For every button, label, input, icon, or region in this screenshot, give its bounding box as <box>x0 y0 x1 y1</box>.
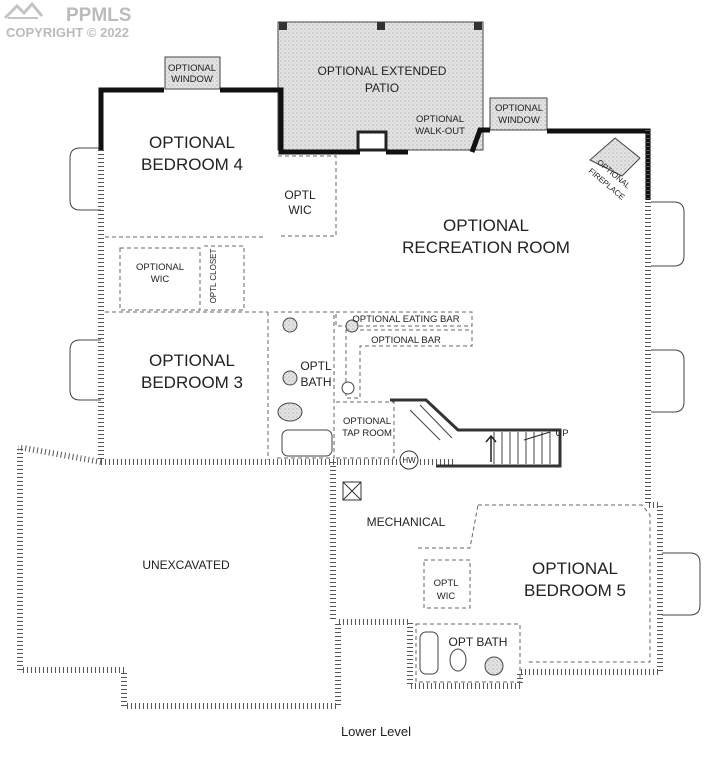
bedroom-4-label-2: BEDROOM 4 <box>141 155 243 174</box>
window-right-label: OPTIONAL <box>495 103 543 114</box>
sink-icon <box>484 656 504 676</box>
toilet-icon <box>277 402 303 422</box>
mechanical-label: MECHANICAL <box>367 515 446 529</box>
patio-area <box>277 21 484 151</box>
window-top <box>164 56 221 90</box>
tub-icon <box>419 631 439 675</box>
bath-label-2: BATH <box>300 375 331 389</box>
watermark-brand: PPMLS <box>66 5 131 26</box>
wic-3-label-2: WIC <box>151 274 170 285</box>
ppmls-logo: PPMLS COPYRIGHT © 2022 <box>3 1 131 40</box>
stairs-up-label: UP <box>555 428 568 439</box>
bar-sink-icon <box>345 319 359 333</box>
water-heater-icon <box>399 450 419 470</box>
window-top-label-2: WINDOW <box>171 74 213 85</box>
bedroom-5-label: OPTIONAL <box>532 559 618 578</box>
bedroom-5-label-2: BEDROOM 5 <box>524 581 626 600</box>
opt-bath-label: OPT BATH <box>449 635 508 649</box>
recreation-room-label: OPTIONAL <box>443 216 529 235</box>
plan-caption: Lower Level <box>341 724 411 739</box>
wic-5-label: OPTL <box>434 578 459 589</box>
bedroom-3-label: OPTIONAL <box>149 351 235 370</box>
bar-label: OPTIONAL BAR <box>371 335 441 346</box>
walkout-label-2: WALK-OUT <box>415 126 465 137</box>
eating-bar-label: OPTIONAL EATING BAR <box>352 314 459 325</box>
bathtub-icon <box>281 429 333 457</box>
patio-label: OPTIONAL EXTENDED <box>318 64 447 78</box>
window-top-label: OPTIONAL <box>168 63 216 74</box>
bath-label: OPTL <box>300 359 332 373</box>
wic-4-label-2: WIC <box>288 203 312 217</box>
tap-room-label-2: TAP ROOM <box>342 428 392 439</box>
unexcavated-label: UNEXCAVATED <box>142 558 230 572</box>
stair-up-arrow-icon <box>485 434 497 462</box>
window-right-label-2: WINDOW <box>498 115 540 126</box>
fireplace-icon <box>589 137 641 177</box>
watermark-copyright: COPYRIGHT © 2022 <box>6 25 129 40</box>
wic-5-label-2: WIC <box>437 591 456 602</box>
bedroom-4-label: OPTIONAL <box>149 133 235 152</box>
wic-4-label: OPTL <box>284 188 316 202</box>
walkout-label: OPTIONAL <box>416 114 464 125</box>
closet-label: OPTL CLOSET <box>209 248 218 303</box>
window-right <box>489 97 548 131</box>
bedroom-3-label-2: BEDROOM 3 <box>141 373 243 392</box>
recreation-room-label-2: RECREATION ROOM <box>402 238 570 257</box>
wic-3-label: OPTIONAL <box>136 262 184 273</box>
tap-room-label: OPTIONAL <box>343 416 391 427</box>
patio-label-2: PATIO <box>365 81 399 95</box>
water-heater-label: HW <box>402 456 416 465</box>
